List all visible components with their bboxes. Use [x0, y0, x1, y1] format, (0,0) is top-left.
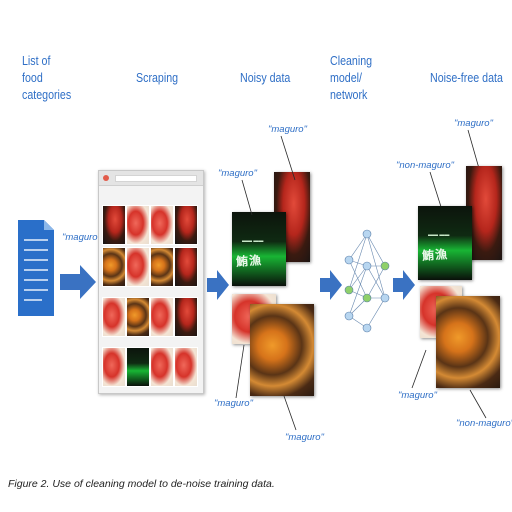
- figure-caption: Figure 2. Use of cleaning model to de-no…: [8, 478, 275, 490]
- stage-title-noisy: Noisy data: [240, 70, 291, 85]
- grid-thumbnail: [102, 247, 126, 287]
- noisy-photo-promo-banner: 鮪漁 ▬▬ ▬▬: [232, 212, 286, 286]
- grid-thumbnail: [126, 247, 150, 287]
- stage-title-noise-free: Noise-free data: [430, 70, 503, 85]
- grid-thumbnail: [174, 347, 198, 387]
- grid-thumbnail: [102, 297, 126, 337]
- grid-thumbnail: [150, 247, 174, 287]
- stage-title-cleaning: Cleaning model/ network: [330, 53, 373, 102]
- noisy-label-bottom-right: "maguro": [285, 432, 324, 443]
- grid-thumbnail: [126, 347, 150, 387]
- network-node: [344, 311, 354, 321]
- neural-network-diagram: [344, 229, 390, 333]
- network-node: [362, 293, 372, 303]
- clean-label-bottom-left: "maguro": [398, 390, 437, 401]
- promo-banner-graphic: ▬▬ ▬▬: [242, 238, 264, 244]
- image-grid: [102, 205, 200, 391]
- grid-thumbnail: [102, 347, 126, 387]
- document-icon: [18, 220, 54, 316]
- grid-thumbnail: [150, 205, 174, 245]
- browser-icon: [103, 175, 109, 181]
- promo-banner-graphic: 鮪漁: [421, 247, 449, 263]
- network-node: [362, 229, 372, 239]
- grid-thumbnail: [174, 247, 198, 287]
- clean-photo-promo-banner: 鮪漁 ▬▬ ▬▬: [418, 206, 472, 280]
- grid-thumbnail: [174, 297, 198, 337]
- network-node: [380, 261, 390, 271]
- grid-thumbnail: [150, 297, 174, 337]
- arrow-icon: [207, 270, 229, 300]
- grid-thumbnail: [126, 205, 150, 245]
- network-node: [344, 285, 354, 295]
- browser-toolbar: [99, 171, 203, 186]
- arrow-icon: [320, 270, 342, 300]
- arrow-icon: [60, 265, 96, 299]
- network-node: [362, 323, 372, 333]
- network-node: [344, 255, 354, 265]
- clean-label-bottom-right: "non-maguro": [456, 418, 512, 429]
- promo-banner-graphic: ▬▬ ▬▬: [428, 232, 450, 238]
- grid-thumbnail: [126, 297, 150, 337]
- clean-photo-sea-urchin: [436, 296, 500, 388]
- stage-title-list: List of food categories: [22, 53, 72, 102]
- clean-label-top-right: "maguro": [454, 118, 493, 129]
- noisy-label-bottom-left: "maguro": [214, 398, 253, 409]
- network-node: [380, 293, 390, 303]
- input-tag-label: "maguro": [62, 232, 101, 243]
- noisy-label-top-right: "maguro": [268, 124, 307, 135]
- noisy-photo-sea-urchin: [250, 304, 314, 396]
- clean-photo-maguro-sushi: [466, 166, 502, 260]
- grid-thumbnail: [174, 205, 198, 245]
- grid-thumbnail: [150, 347, 174, 387]
- arrow-icon: [393, 270, 415, 300]
- browser-url-bar: [115, 175, 197, 182]
- stage-title-scraping: Scraping: [136, 70, 179, 85]
- grid-thumbnail: [102, 205, 126, 245]
- clean-label-top-left: "non-maguro": [396, 160, 454, 171]
- noisy-label-top-left: "maguro": [218, 168, 257, 179]
- network-node: [362, 261, 372, 271]
- browser-screenshot: [98, 170, 204, 394]
